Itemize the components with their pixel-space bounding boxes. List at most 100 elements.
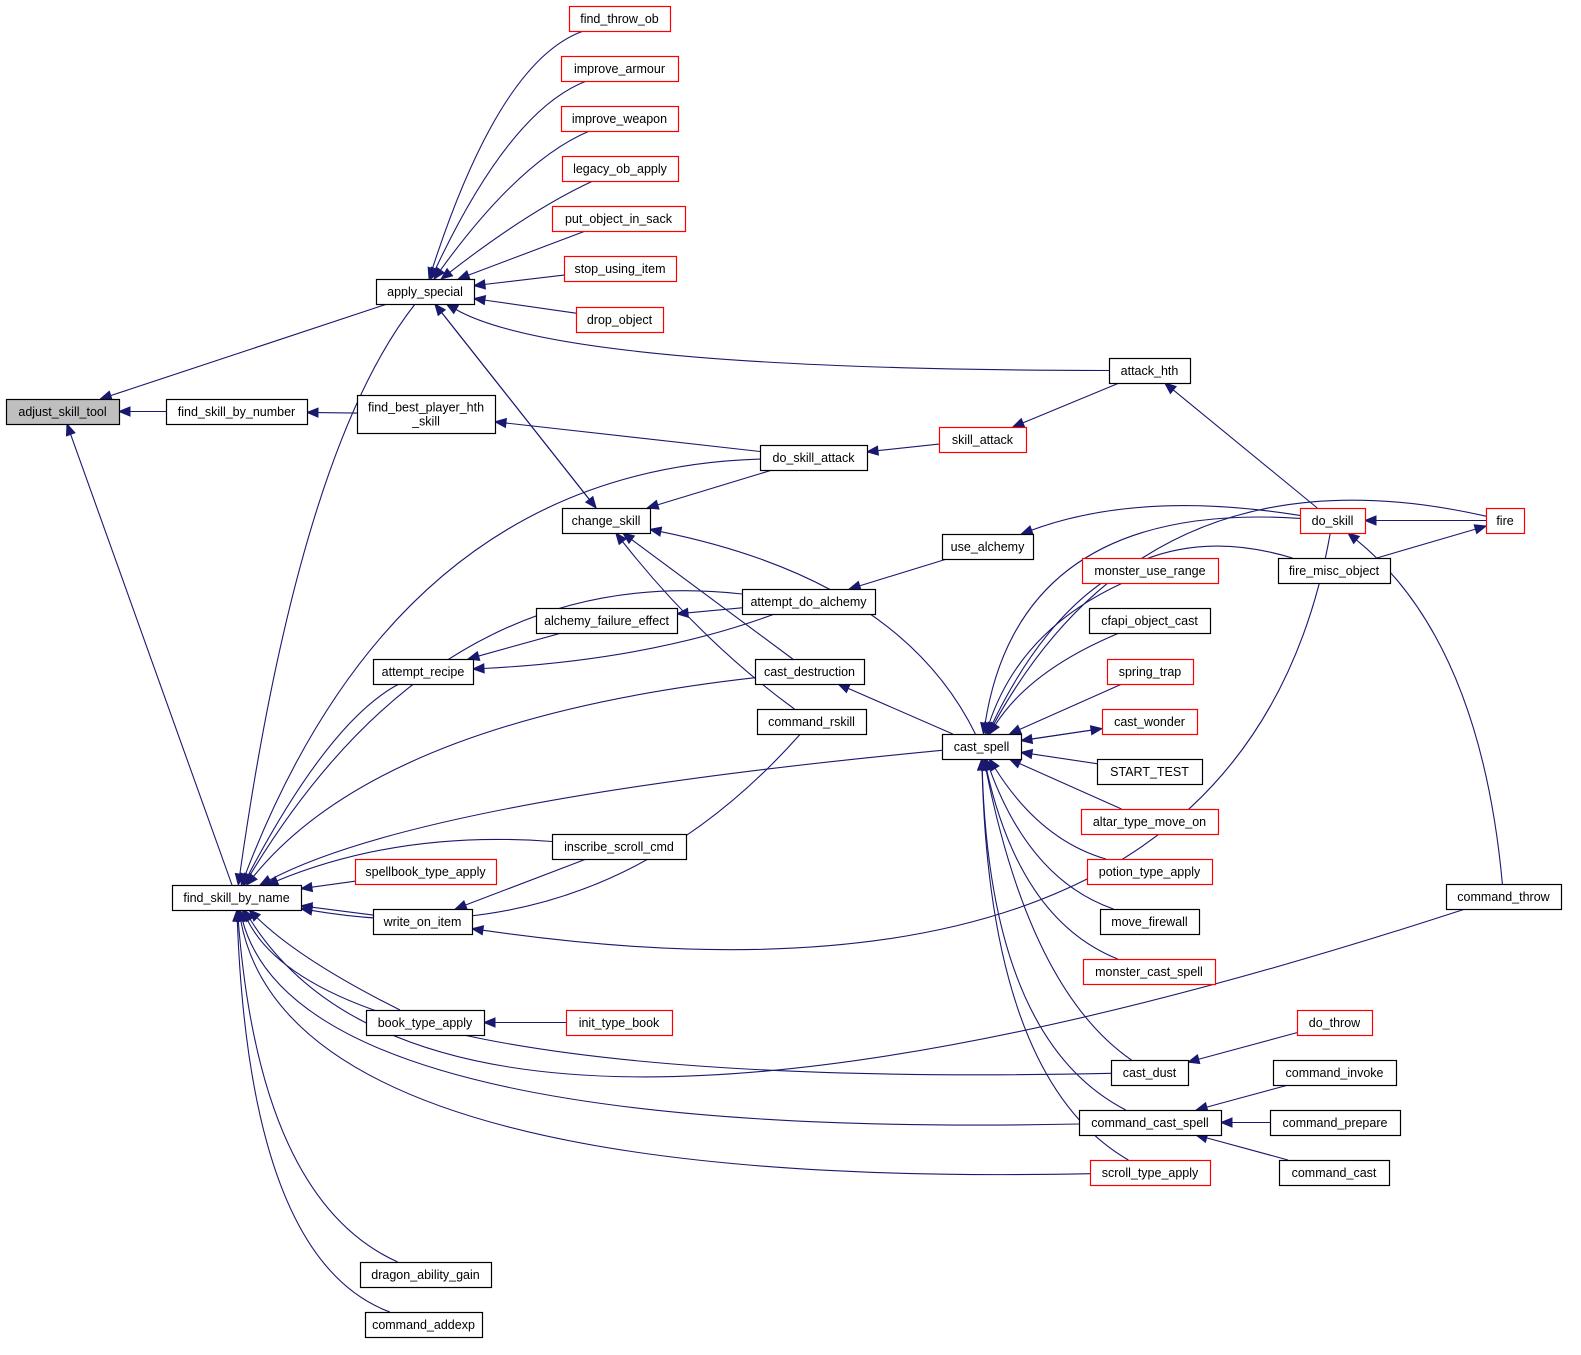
node-dragon_ability_gain[interactable]: dragon_ability_gain xyxy=(359,1261,493,1289)
node-box[interactable] xyxy=(561,507,652,535)
node-spellbook_type_apply[interactable]: spellbook_type_apply xyxy=(354,858,498,886)
node-box[interactable] xyxy=(5,398,121,426)
node-box[interactable] xyxy=(568,5,672,33)
node-box[interactable] xyxy=(941,533,1035,561)
node-fire_misc_object[interactable]: fire_misc_object xyxy=(1277,557,1392,585)
node-box[interactable] xyxy=(1296,1009,1374,1037)
node-box[interactable] xyxy=(551,205,687,233)
node-attack_hth[interactable]: attack_hth xyxy=(1108,357,1192,385)
node-fire[interactable]: fire xyxy=(1485,507,1526,535)
node-box[interactable] xyxy=(1099,908,1201,936)
node-START_TEST[interactable]: START_TEST xyxy=(1096,758,1204,786)
node-legacy_ob_apply[interactable]: legacy_ob_apply xyxy=(561,155,680,183)
node-box[interactable] xyxy=(756,708,868,736)
node-do_throw[interactable]: do_throw xyxy=(1296,1009,1374,1037)
node-box[interactable] xyxy=(741,588,877,616)
node-cast_destruction[interactable]: cast_destruction xyxy=(754,658,866,686)
node-box[interactable] xyxy=(1110,1059,1190,1087)
node-box[interactable] xyxy=(1081,557,1220,585)
node-find_skill_by_number[interactable]: find_skill_by_number xyxy=(165,398,309,426)
node-box[interactable] xyxy=(356,394,497,435)
node-cast_dust[interactable]: cast_dust xyxy=(1110,1059,1190,1087)
node-box[interactable] xyxy=(354,858,498,886)
node-box[interactable] xyxy=(1080,808,1220,836)
node-box[interactable] xyxy=(1096,758,1204,786)
node-potion_type_apply[interactable]: potion_type_apply xyxy=(1086,858,1214,886)
node-cfapi_object_cast[interactable]: cfapi_object_cast xyxy=(1088,607,1212,635)
node-box[interactable] xyxy=(1082,958,1217,986)
node-box[interactable] xyxy=(375,278,476,306)
node-find_throw_ob[interactable]: find_throw_ob xyxy=(568,5,672,33)
node-box[interactable] xyxy=(535,607,679,635)
node-find_best_player_hth_skill[interactable]: find_best_player_hth_skill xyxy=(356,394,497,435)
node-box[interactable] xyxy=(1278,1159,1391,1187)
node-command_throw[interactable]: command_throw xyxy=(1445,883,1563,911)
node-box[interactable] xyxy=(1299,507,1367,535)
node-box[interactable] xyxy=(372,908,474,936)
node-command_prepare[interactable]: command_prepare xyxy=(1269,1109,1402,1137)
node-apply_special[interactable]: apply_special xyxy=(375,278,476,306)
node-drop_object[interactable]: drop_object xyxy=(575,306,665,334)
node-box[interactable] xyxy=(754,658,866,686)
node-book_type_apply[interactable]: book_type_apply xyxy=(365,1009,486,1037)
node-move_firewall[interactable]: move_firewall xyxy=(1099,908,1201,936)
node-init_type_book[interactable]: init_type_book xyxy=(565,1009,674,1037)
node-box[interactable] xyxy=(1101,708,1199,736)
node-box[interactable] xyxy=(372,658,475,686)
node-monster_cast_spell[interactable]: monster_cast_spell xyxy=(1082,958,1217,986)
node-monster_use_range[interactable]: monster_use_range xyxy=(1081,557,1220,585)
node-box[interactable] xyxy=(938,426,1028,454)
node-box[interactable] xyxy=(1086,858,1214,886)
node-box[interactable] xyxy=(1078,1109,1223,1137)
node-box[interactable] xyxy=(560,55,680,83)
node-stop_using_item[interactable]: stop_using_item xyxy=(563,255,678,283)
node-box[interactable] xyxy=(1277,557,1392,585)
node-spring_trap[interactable]: spring_trap xyxy=(1106,658,1195,686)
node-box[interactable] xyxy=(165,398,309,426)
node-box[interactable] xyxy=(365,1009,486,1037)
node-skill_attack[interactable]: skill_attack xyxy=(938,426,1028,454)
node-inscribe_scroll_cmd[interactable]: inscribe_scroll_cmd xyxy=(551,833,688,861)
node-command_addexp[interactable]: command_addexp xyxy=(364,1311,484,1339)
node-box[interactable] xyxy=(1088,607,1212,635)
node-box[interactable] xyxy=(1108,357,1192,385)
node-box[interactable] xyxy=(759,444,869,472)
node-box[interactable] xyxy=(560,105,680,133)
node-box[interactable] xyxy=(171,884,303,912)
node-write_on_item[interactable]: write_on_item xyxy=(372,908,474,936)
node-change_skill[interactable]: change_skill xyxy=(561,507,652,535)
node-box[interactable] xyxy=(1445,883,1563,911)
node-find_skill_by_name[interactable]: find_skill_by_name xyxy=(171,884,303,912)
node-cast_wonder[interactable]: cast_wonder xyxy=(1101,708,1199,736)
node-box[interactable] xyxy=(359,1261,493,1289)
node-do_skill_attack[interactable]: do_skill_attack xyxy=(759,444,869,472)
node-adjust_skill_tool[interactable]: adjust_skill_tool xyxy=(5,398,121,426)
node-box[interactable] xyxy=(565,1009,674,1037)
node-box[interactable] xyxy=(1485,507,1526,535)
node-box[interactable] xyxy=(1106,658,1195,686)
node-box[interactable] xyxy=(1089,1159,1212,1187)
node-command_rskill[interactable]: command_rskill xyxy=(756,708,868,736)
node-box[interactable] xyxy=(561,155,680,183)
node-attempt_do_alchemy[interactable]: attempt_do_alchemy xyxy=(741,588,877,616)
node-box[interactable] xyxy=(364,1311,484,1339)
node-improve_armour[interactable]: improve_armour xyxy=(560,55,680,83)
node-box[interactable] xyxy=(1269,1109,1402,1137)
node-command_cast[interactable]: command_cast xyxy=(1278,1159,1391,1187)
node-cast_spell[interactable]: cast_spell xyxy=(941,733,1023,761)
node-box[interactable] xyxy=(563,255,678,283)
node-box[interactable] xyxy=(1272,1059,1398,1087)
node-scroll_type_apply[interactable]: scroll_type_apply xyxy=(1089,1159,1212,1187)
node-alchemy_failure_effect[interactable]: alchemy_failure_effect xyxy=(535,607,679,635)
node-command_invoke[interactable]: command_invoke xyxy=(1272,1059,1398,1087)
node-do_skill[interactable]: do_skill xyxy=(1299,507,1367,535)
node-box[interactable] xyxy=(941,733,1023,761)
node-improve_weapon[interactable]: improve_weapon xyxy=(560,105,680,133)
node-use_alchemy[interactable]: use_alchemy xyxy=(941,533,1035,561)
node-box[interactable] xyxy=(551,833,688,861)
node-put_object_in_sack[interactable]: put_object_in_sack xyxy=(551,205,687,233)
node-command_cast_spell[interactable]: command_cast_spell xyxy=(1078,1109,1223,1137)
node-attempt_recipe[interactable]: attempt_recipe xyxy=(372,658,475,686)
node-altar_type_move_on[interactable]: altar_type_move_on xyxy=(1080,808,1220,836)
node-box[interactable] xyxy=(575,306,665,334)
